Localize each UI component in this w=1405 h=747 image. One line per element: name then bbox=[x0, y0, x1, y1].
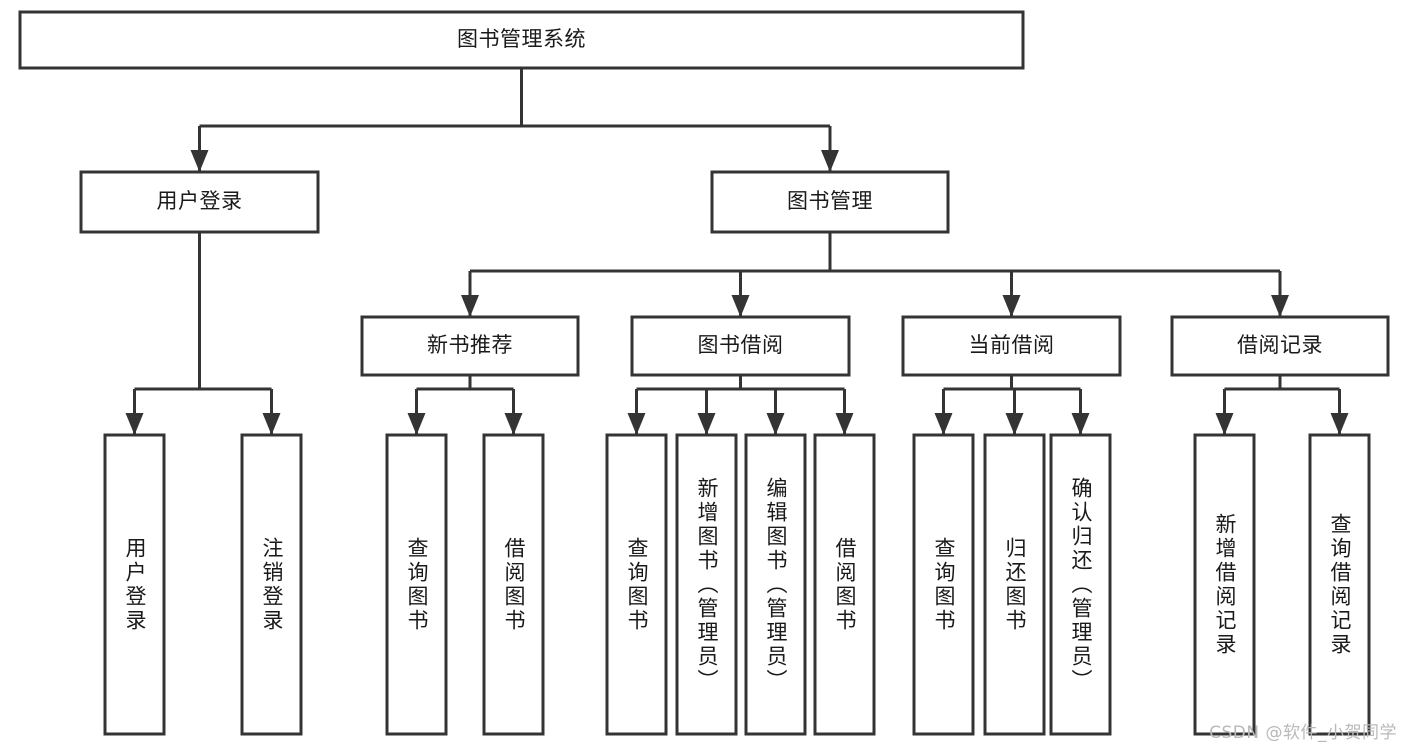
arrow-head-icon-book-management bbox=[821, 150, 839, 172]
arrow-head-icon-leaf-add-borrow-record bbox=[1215, 413, 1234, 435]
node-box-book-management bbox=[710, 170, 950, 234]
node-box-current-borrow bbox=[901, 315, 1122, 377]
node-box-leaf-query-book-1 bbox=[385, 433, 448, 736]
arrow-head-icon-leaf-return-book bbox=[1005, 413, 1024, 435]
arrow-head-icon-leaf-query-borrow-record bbox=[1330, 413, 1349, 435]
node-box-leaf-query-book-2 bbox=[605, 433, 668, 736]
node-box-leaf-borrow-book-1 bbox=[482, 433, 545, 736]
node-box-leaf-add-book bbox=[675, 433, 738, 736]
node-box-leaf-return-book bbox=[983, 433, 1046, 736]
arrow-head-icon-leaf-query-book-2 bbox=[627, 413, 646, 435]
node-box-leaf-query-book-3 bbox=[912, 433, 975, 736]
arrow-head-icon-current-borrow bbox=[1002, 295, 1021, 317]
arrow-head-icon-leaf-user-login bbox=[125, 413, 144, 435]
arrow-head-icon-leaf-query-book-1 bbox=[407, 413, 426, 435]
node-box-leaf-edit-book bbox=[744, 433, 807, 736]
arrow-head-icon-new-book-recommend bbox=[461, 295, 479, 317]
node-box-leaf-query-borrow-record bbox=[1308, 433, 1371, 736]
arrow-head-icon-leaf-logout bbox=[262, 413, 281, 435]
node-boxes bbox=[18, 10, 1390, 736]
csdn-watermark: CSDN @软件_小贺同学 bbox=[1209, 723, 1397, 743]
node-box-book-borrow bbox=[630, 315, 851, 377]
node-box-root bbox=[18, 10, 1025, 70]
connector-lines bbox=[125, 68, 1349, 435]
arrow-head-icon-user-login bbox=[190, 150, 209, 172]
arrow-head-icon-book-borrow bbox=[731, 295, 750, 317]
arrow-head-icon-leaf-borrow-book-1 bbox=[504, 413, 523, 435]
node-box-borrow-record bbox=[1170, 315, 1390, 377]
arrow-head-icon-leaf-confirm-return bbox=[1071, 413, 1090, 435]
node-box-leaf-confirm-return bbox=[1049, 433, 1112, 736]
node-box-leaf-logout bbox=[240, 433, 303, 736]
node-box-leaf-user-login bbox=[103, 433, 166, 736]
arrow-head-icon-leaf-query-book-3 bbox=[934, 413, 953, 435]
node-box-user-login bbox=[79, 170, 320, 234]
node-box-new-book-recommend bbox=[360, 315, 580, 377]
node-box-leaf-add-borrow-record bbox=[1193, 433, 1256, 736]
arrow-head-icon-leaf-add-book bbox=[697, 413, 716, 435]
arrow-head-icon-leaf-edit-book bbox=[766, 413, 785, 435]
node-box-leaf-borrow-book-2 bbox=[813, 433, 876, 736]
arrow-head-icon-borrow-record bbox=[1271, 295, 1289, 317]
arrow-head-icon-leaf-borrow-book-2 bbox=[835, 413, 854, 435]
